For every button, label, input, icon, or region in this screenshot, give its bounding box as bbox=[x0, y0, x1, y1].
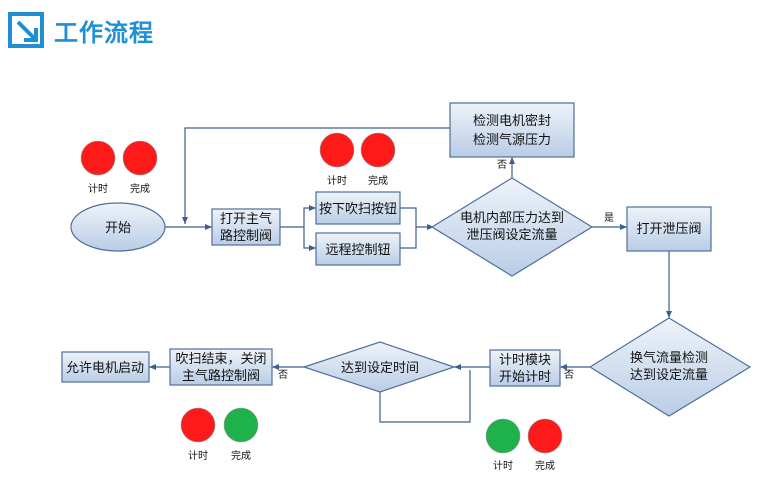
node-remote-button-label: 远程控制钮 bbox=[325, 243, 390, 258]
edge-remote-to-merge bbox=[400, 227, 417, 249]
node-press-button-label: 按下吹扫按钮 bbox=[319, 202, 397, 217]
edge-split-to-press bbox=[303, 205, 316, 227]
indicator-done-label-1: 完成 bbox=[130, 182, 150, 195]
node-flow-check-line2: 达到设定流量 bbox=[630, 368, 708, 383]
node-remote-button: 远程控制钮 bbox=[315, 232, 401, 266]
node-seal-check-line1: 检测电机密封 bbox=[473, 113, 551, 129]
edges bbox=[149, 127, 672, 423]
indicator-timer-label-3: 计时 bbox=[188, 449, 208, 462]
node-allow-start: 允许电机启动 bbox=[61, 351, 150, 383]
edge-split-to-remote bbox=[303, 227, 316, 251]
edge-label-yes: 是 bbox=[604, 212, 614, 224]
indicator-done-light-2 bbox=[360, 132, 396, 168]
node-pressure-decision: 电机内部压力达到 泄压阀设定流量 bbox=[430, 177, 594, 277]
indicator-timer-light-2 bbox=[319, 132, 355, 168]
node-main-valve-line1: 打开主气 bbox=[220, 211, 272, 227]
node-flow-check-line1: 换气流量检测 bbox=[630, 350, 708, 366]
indicator-timer-light-3 bbox=[180, 407, 216, 443]
indicator-group-3: 计时 完成 bbox=[180, 407, 259, 462]
edge-time-loop bbox=[379, 370, 471, 423]
edge-label-no-flow: 否 bbox=[564, 369, 574, 381]
node-start: 开始 bbox=[70, 202, 166, 252]
indicator-timer-light-4 bbox=[485, 418, 521, 454]
node-press-button: 按下吹扫按钮 bbox=[315, 191, 401, 225]
edge-check-back-to-start bbox=[182, 127, 450, 224]
node-purge-end-line1: 吹扫结束，关闭 bbox=[175, 352, 266, 367]
node-time-reached: 达到设定时间 bbox=[302, 341, 456, 393]
edge-label-no-top: 否 bbox=[497, 159, 507, 171]
indicator-done-label-4: 完成 bbox=[535, 459, 555, 472]
indicator-done-label-2: 完成 bbox=[368, 174, 388, 187]
indicator-group-2: 计时 完成 bbox=[319, 132, 396, 187]
node-allow-start-label: 允许电机启动 bbox=[66, 360, 144, 376]
indicator-timer-label-2: 计时 bbox=[327, 174, 347, 187]
indicator-timer-light-1 bbox=[80, 140, 116, 176]
edge-label-no-time: 否 bbox=[278, 369, 288, 381]
header: 工作流程 bbox=[8, 10, 154, 50]
node-pressure-decision-line2: 泄压阀设定流量 bbox=[466, 228, 557, 243]
indicator-done-light-4 bbox=[527, 418, 563, 454]
node-main-valve: 打开主气 路控制阀 bbox=[211, 208, 281, 246]
indicator-timer-label-4: 计时 bbox=[493, 459, 513, 472]
indicator-done-light-3 bbox=[223, 407, 259, 443]
page-title: 工作流程 bbox=[54, 18, 154, 47]
node-time-reached-label: 达到设定时间 bbox=[341, 361, 419, 376]
node-flow-check: 换气流量检测 达到设定流量 bbox=[588, 317, 752, 417]
node-pressure-decision-line1: 电机内部压力达到 bbox=[460, 210, 564, 226]
node-open-relief: 打开泄压阀 bbox=[626, 206, 712, 252]
node-seal-check: 检测电机密封 检测气源压力 bbox=[449, 102, 575, 158]
node-main-valve-line2: 路控制阀 bbox=[220, 228, 272, 244]
node-timer-start: 计时模块 开始计时 bbox=[489, 349, 561, 387]
node-timer-start-line1: 计时模块 bbox=[499, 353, 551, 368]
indicator-done-light-1 bbox=[122, 140, 158, 176]
indicator-timer-label-1: 计时 bbox=[88, 182, 108, 195]
node-purge-end-line2: 主气路控制阀 bbox=[182, 368, 260, 384]
indicator-group-4: 计时 完成 bbox=[485, 418, 563, 472]
edge-press-to-merge bbox=[400, 207, 417, 227]
indicator-group-1: 计时 完成 bbox=[80, 140, 158, 195]
node-timer-start-line2: 开始计时 bbox=[499, 370, 551, 385]
logo-icon bbox=[8, 12, 44, 48]
node-open-relief-label: 打开泄压阀 bbox=[636, 222, 701, 237]
node-seal-check-line2: 检测气源压力 bbox=[473, 132, 551, 148]
node-purge-end: 吹扫结束，关闭 主气路控制阀 bbox=[169, 348, 273, 386]
node-start-label: 开始 bbox=[105, 221, 131, 236]
indicator-done-label-3: 完成 bbox=[231, 449, 251, 462]
